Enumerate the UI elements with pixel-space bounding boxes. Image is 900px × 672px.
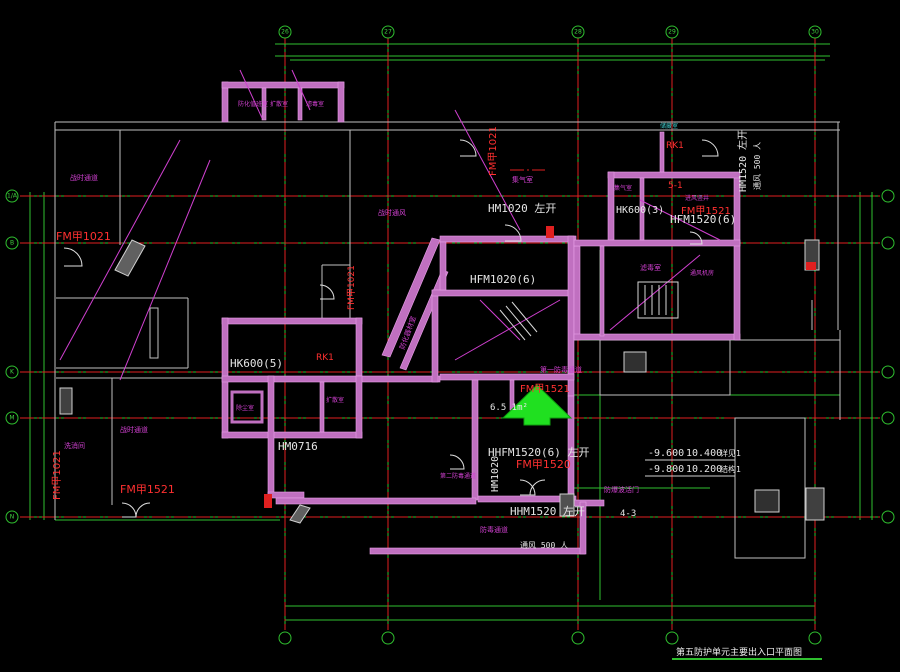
svg-text:结构1: 结构1: [720, 464, 741, 474]
door-label: 5-1: [668, 181, 683, 191]
title-underline: [672, 658, 822, 660]
room-label: 储藏室: [660, 122, 678, 130]
room-label: 滤毒室: [306, 100, 324, 108]
door-labels-white: HM1020 左开 HFM1020(6) HK600(5) HM0716 HHF…: [230, 130, 762, 550]
door-label: HM1020 左开: [488, 202, 556, 215]
door-label: HFM1520(6): [670, 213, 736, 226]
svg-text:-9.600: -9.600: [648, 448, 684, 459]
svg-text:B: B: [10, 240, 14, 247]
hatch-lines: [59, 69, 721, 381]
svg-text:-9.800: -9.800: [648, 464, 684, 475]
room-label: 防毒通道: [480, 525, 508, 534]
elevation-notes: -9.600 10.400 详见1 -9.800 10.200 结构1: [645, 448, 741, 477]
axis-bubble: 28: [571, 25, 585, 39]
room-label: 洗消间: [64, 441, 85, 450]
door-label: FM甲1021: [52, 450, 63, 500]
svg-text:K: K: [10, 369, 15, 376]
room-label: 集气室: [614, 184, 632, 192]
room-label: 第二防毒通道: [440, 472, 476, 480]
outer-outlines: [54, 121, 841, 559]
axis-bubble: N: [5, 510, 19, 524]
door-label: 通风 500 人: [520, 540, 568, 550]
svg-text:26: 26: [281, 29, 289, 36]
door-labels: FM甲1021 FM甲1021 FM甲1521 FM甲1021 RK1 FM甲1…: [52, 126, 731, 500]
room-label: 扩散室: [326, 396, 344, 404]
svg-text:M: M: [9, 415, 14, 422]
door-label: 4-3: [620, 509, 636, 519]
door-label: RK1: [316, 353, 334, 363]
svg-text:1/A: 1/A: [7, 193, 18, 200]
room-label: 滤毒室: [640, 263, 661, 272]
stairs: [499, 281, 679, 341]
room-label: 集气室: [512, 175, 533, 184]
axis-bubble: 29: [665, 25, 679, 39]
room-label: 进风竖井: [685, 194, 709, 202]
door-label: 6.5 1m²: [490, 403, 528, 413]
door-label: HM0716: [278, 440, 318, 453]
axis-bubble: 1/A: [5, 189, 19, 203]
axis-bubble: 26: [278, 25, 292, 39]
room-label: 通风机房: [690, 269, 714, 277]
door-label: RK1: [666, 141, 684, 151]
room-label: 扩散室: [270, 100, 288, 108]
room-labels: 战时通道 防化值班室 扩散室 滤毒室 集气室 战时通风 防化器材室 战时通道 洗…: [64, 100, 714, 534]
room-label: 防化值班室: [238, 100, 268, 108]
axis-bubble: B: [5, 236, 19, 250]
axis-bubbles-left: 1/A B K M N: [5, 189, 895, 524]
equipment: [59, 226, 825, 524]
door-label: 通风 500 人: [752, 142, 762, 190]
svg-text:10.200: 10.200: [686, 464, 722, 475]
axis-bubble: 30: [808, 25, 822, 39]
door-swings: [63, 139, 719, 518]
door-label: FM甲1520: [516, 458, 571, 471]
room-label: 第一防毒通道: [540, 365, 582, 374]
axis-bubble: M: [5, 411, 19, 425]
door-label: HM1020: [490, 456, 501, 492]
svg-text:30: 30: [811, 29, 819, 36]
room-label: 战时通风: [378, 208, 406, 217]
room-label: 战时通道: [120, 425, 148, 434]
room-label: 防爆波活门: [604, 485, 639, 494]
drawing-title: 第五防护单元主要出入口平面图: [676, 648, 803, 658]
door-label: HK600(3): [616, 205, 664, 216]
axis-bubbles-top: 26 27 28 29 30: [278, 25, 822, 645]
door-label: FM甲1521: [120, 483, 175, 496]
svg-text:N: N: [10, 514, 15, 521]
svg-text:27: 27: [384, 29, 392, 36]
door-label: FM甲1521: [681, 206, 731, 217]
room-label: 除尘室: [236, 404, 254, 412]
door-label: FM甲1521: [520, 384, 570, 395]
door-label: HK600(5): [230, 357, 283, 370]
svg-text:详见1: 详见1: [720, 448, 741, 458]
door-label: FM甲1021: [56, 230, 111, 243]
svg-text:29: 29: [668, 29, 676, 36]
axis-lines: [20, 30, 880, 630]
svg-text:10.400: 10.400: [686, 448, 722, 459]
entrance-arrow: [501, 384, 573, 426]
door-label: FM甲1021: [488, 126, 499, 176]
svg-text:28: 28: [574, 29, 582, 36]
door-label: FM甲1021: [346, 265, 357, 310]
door-label: HFM1020(6): [470, 273, 536, 286]
axis-bubble: K: [5, 365, 19, 379]
door-label: HHFM1520(6) 左开: [488, 446, 589, 459]
door-label: HHM1520 左开: [510, 505, 585, 518]
axis-bubble: 27: [381, 25, 395, 39]
door-label: HM1520 左开: [736, 130, 749, 192]
structural-walls: [221, 81, 741, 555]
room-label: 战时通道: [70, 173, 98, 182]
